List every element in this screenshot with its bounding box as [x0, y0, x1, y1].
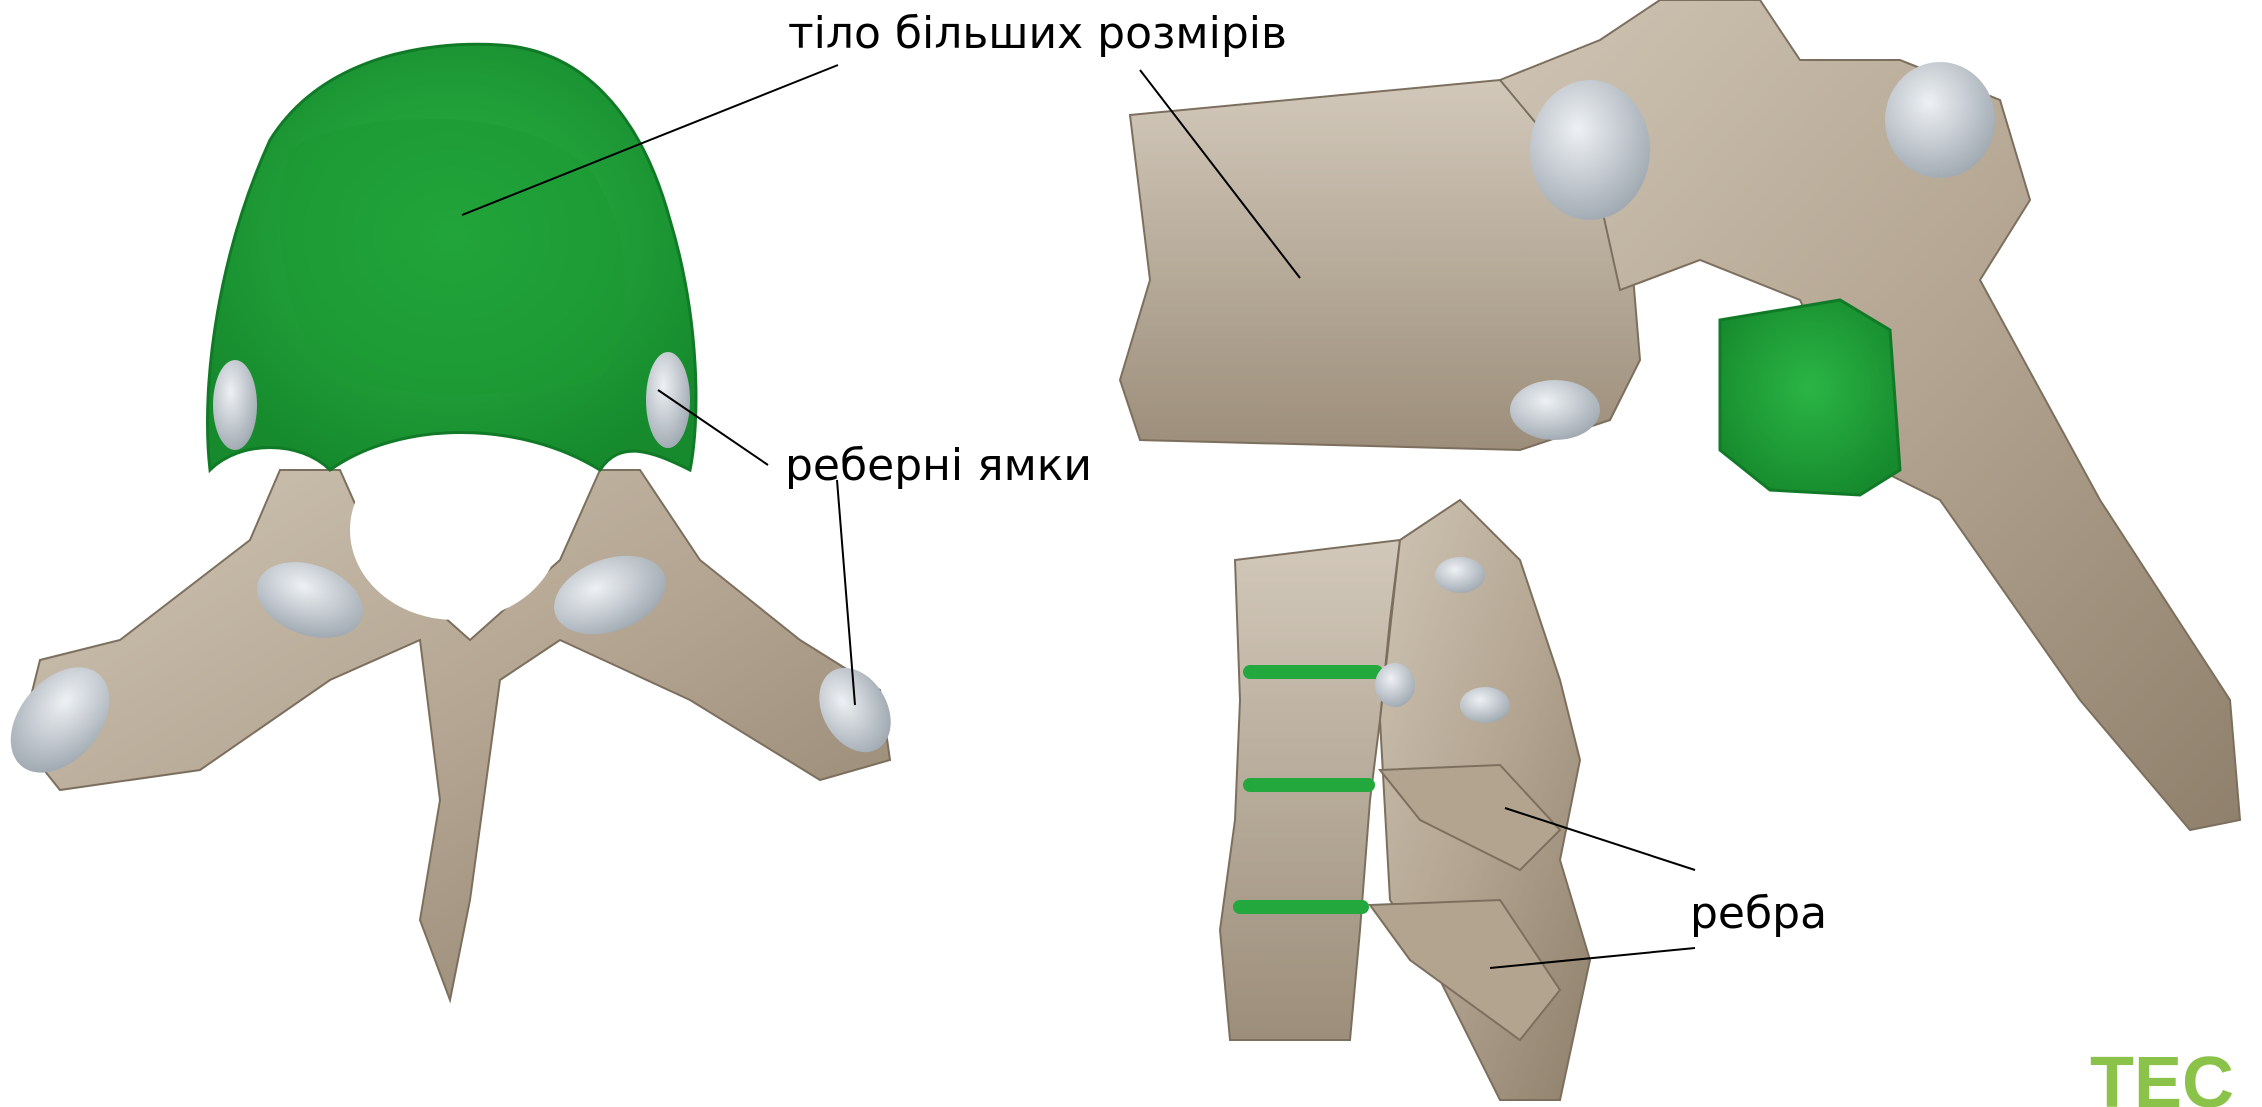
vertebral-foramen	[350, 440, 560, 620]
costal-pit-left	[213, 360, 257, 450]
label-costal-pits: реберні ямки	[785, 440, 1092, 491]
disc-1	[1243, 665, 1383, 679]
spine-segment	[1220, 500, 1590, 1100]
body-texture	[280, 119, 625, 394]
spine-facet-1	[1435, 557, 1485, 593]
superior-costal-facet	[1530, 80, 1650, 220]
inferior-articular-highlight	[1720, 300, 1900, 495]
label-body-larger: тіло більших розмірів	[788, 8, 1287, 59]
spine-facet-2	[1460, 687, 1510, 723]
disc-3	[1233, 900, 1369, 914]
label-ribs: ребра	[1690, 888, 1827, 939]
disc-2	[1243, 778, 1375, 792]
inferior-costal-facet	[1510, 380, 1600, 440]
spine-facet-3	[1375, 663, 1415, 707]
vertebra-superior-view	[0, 44, 905, 1000]
logo-text: TEC	[2090, 1043, 2234, 1107]
superior-articular-facet	[1885, 62, 1995, 178]
costal-pit-right	[646, 352, 690, 448]
